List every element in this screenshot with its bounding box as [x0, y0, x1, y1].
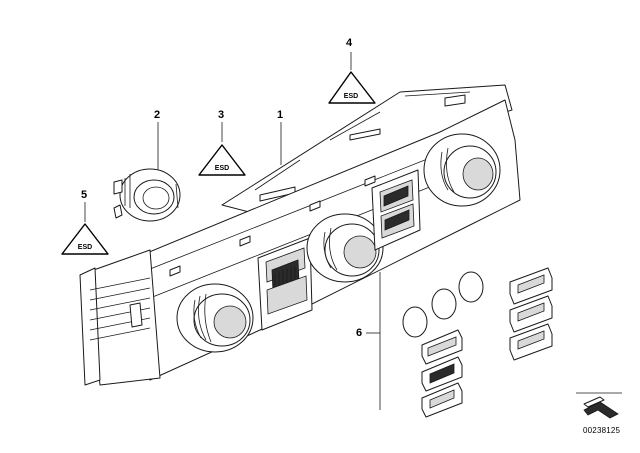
esd-warning-symbol-3: ESD — [198, 144, 246, 176]
right-button-cluster — [371, 169, 421, 251]
callout-3: 3 — [218, 109, 225, 121]
climate-control-unit — [79, 84, 521, 386]
ring-part — [113, 168, 181, 222]
knob-cap — [402, 306, 428, 338]
knob-cap — [431, 288, 457, 320]
callout-5: 5 — [81, 189, 88, 201]
knob-cap — [458, 271, 484, 303]
center-knob — [306, 213, 384, 283]
left-knob — [176, 283, 254, 353]
button-set — [402, 267, 553, 418]
esd-warning-symbol-5: ESD — [61, 223, 109, 255]
callout-1: 1 — [277, 109, 284, 121]
esd-warning-symbol-4: ESD — [328, 71, 376, 104]
esd-symbol-text: ESD — [215, 165, 229, 172]
callout-2: 2 — [154, 109, 161, 121]
left-button-cluster — [257, 237, 313, 331]
document-id: 00238125 — [583, 426, 621, 435]
esd-symbol-text: ESD — [78, 244, 92, 251]
leader-lines — [84, 52, 381, 410]
reference-icon — [576, 392, 622, 419]
callout-6: 6 — [356, 327, 363, 339]
right-knob — [423, 133, 501, 207]
esd-symbol-text: ESD — [344, 93, 358, 100]
callout-4: 4 — [346, 37, 353, 49]
